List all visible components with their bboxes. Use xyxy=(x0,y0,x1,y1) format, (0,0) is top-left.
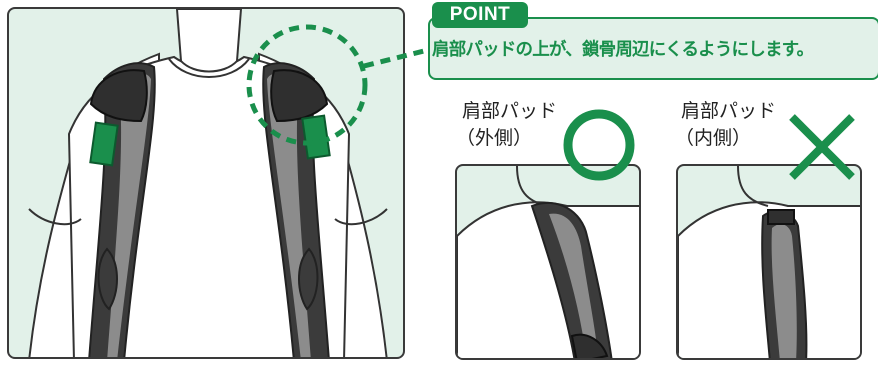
good-example-sublabel: （外側） xyxy=(456,127,533,149)
bad-example-label: 肩部パッド xyxy=(681,100,777,122)
bad-example-panel xyxy=(676,164,862,360)
good-example-panel xyxy=(455,164,641,360)
point-tag: POINT xyxy=(432,2,528,28)
cross-ng-icon xyxy=(789,114,855,180)
point-text: 肩部パッドの上が、鎖骨周辺にくるようにします。 xyxy=(432,40,814,60)
circle-ok-icon xyxy=(563,109,635,181)
bad-example-sublabel: （内側） xyxy=(675,127,752,149)
main-illustration xyxy=(7,7,405,359)
good-example-label: 肩部パッド xyxy=(462,100,558,122)
